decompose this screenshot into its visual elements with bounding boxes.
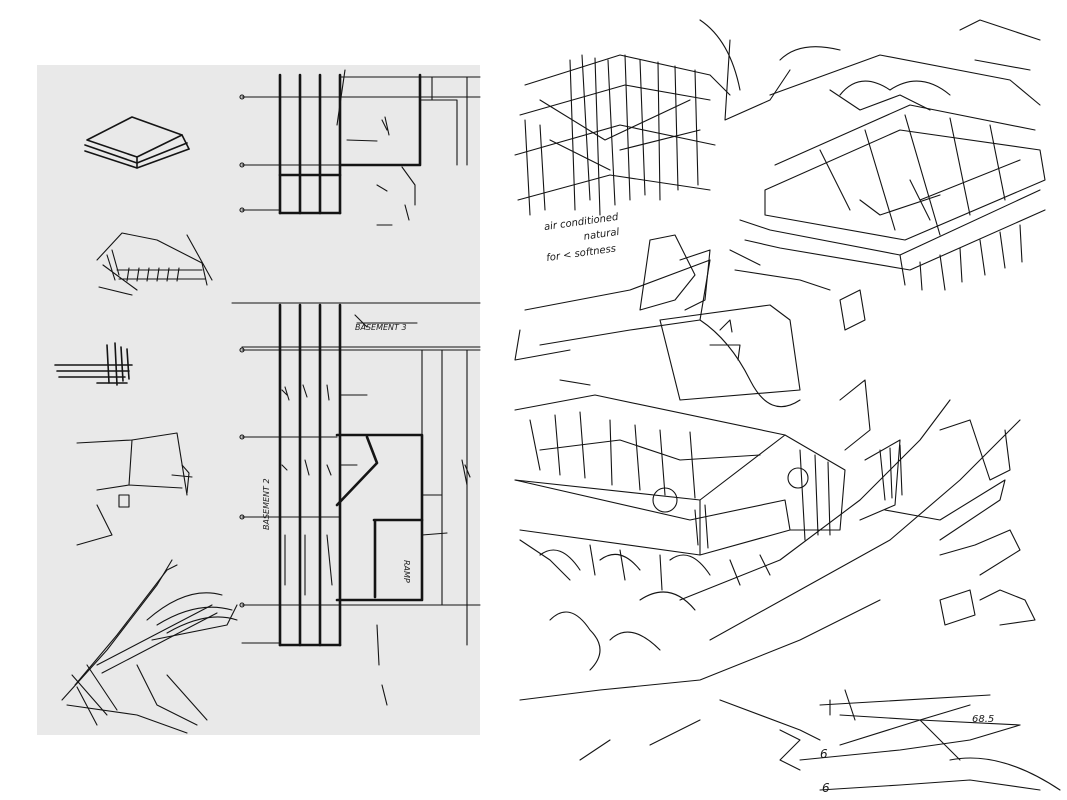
wall-detail-sketch bbox=[76, 432, 193, 546]
floor-plan-lower bbox=[231, 302, 481, 706]
left-sheet-drawing: BASEMENT 3 BASEMENT 2 RAMP bbox=[54, 69, 481, 734]
spot-level-2: 6 bbox=[822, 781, 830, 795]
bridge-sketch bbox=[61, 559, 238, 734]
slab-sketch bbox=[84, 116, 190, 169]
annotation-line-3: for < softness bbox=[546, 243, 617, 264]
note-basement-3: BASEMENT 3 bbox=[355, 323, 407, 332]
section-detail-sketch bbox=[54, 342, 133, 386]
ground-lines bbox=[519, 399, 1061, 791]
spot-level-3: 68.5 bbox=[972, 714, 994, 725]
terrain-pieces bbox=[514, 234, 866, 408]
section-sketch bbox=[799, 689, 1041, 791]
main-building-upper bbox=[699, 19, 1046, 291]
right-sheet-drawing: air conditioned natural for < softness bbox=[514, 19, 1061, 795]
floor-plan-upper bbox=[239, 69, 481, 226]
spot-level-1: 6 bbox=[820, 747, 828, 761]
left-sketch-sheet: BASEMENT 3 BASEMENT 2 RAMP bbox=[37, 65, 481, 735]
note-basement-2: BASEMENT 2 bbox=[262, 478, 271, 530]
annotation-block: air conditioned natural for < softness bbox=[543, 212, 620, 264]
right-side-detail bbox=[859, 419, 1036, 626]
main-building-lower bbox=[514, 379, 871, 611]
stair-sketch bbox=[96, 232, 213, 296]
right-sketch-sheet: air conditioned natural for < softness bbox=[500, 0, 1067, 800]
annotation-line-2: natural bbox=[583, 227, 620, 243]
ramp-label: RAMP bbox=[402, 560, 411, 583]
upper-left-perspective bbox=[514, 39, 791, 216]
